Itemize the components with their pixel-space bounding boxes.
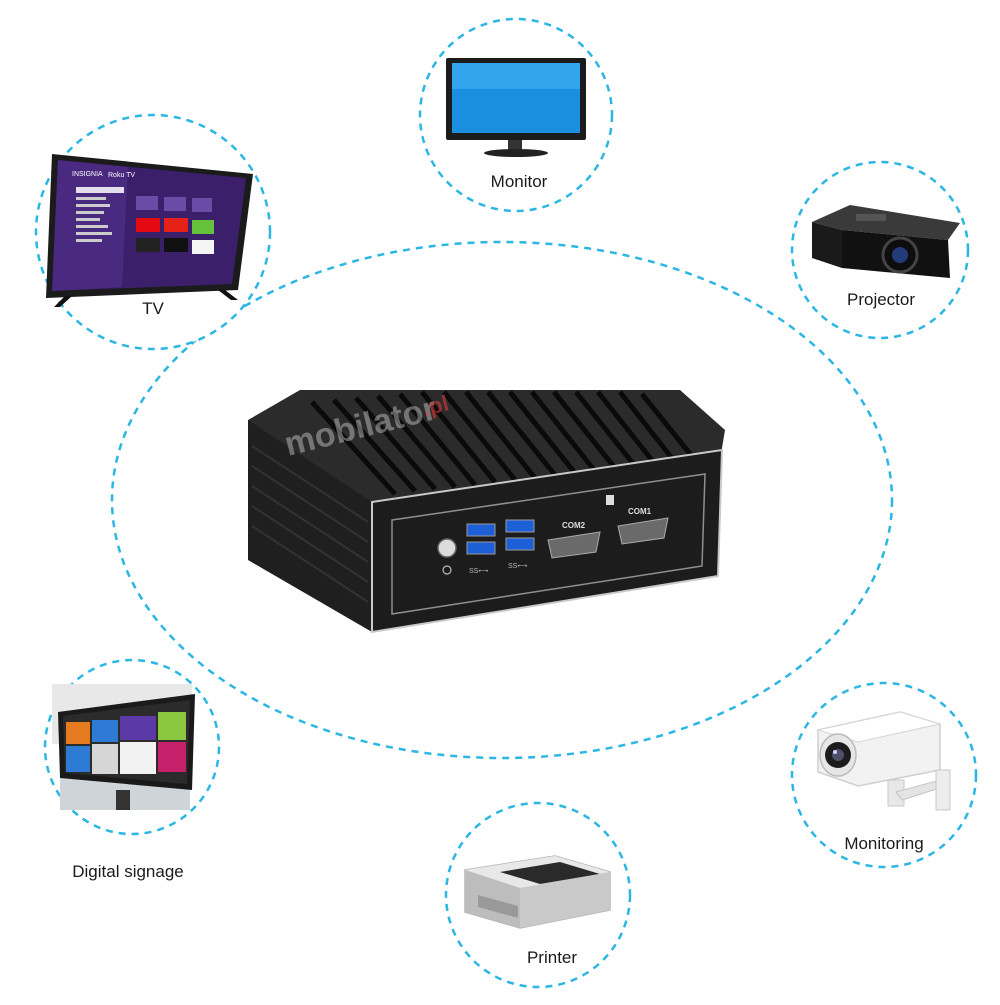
mini-pc-image: SS⟷ SS⟷ COM2 COM1 mobilator .pl bbox=[248, 389, 725, 634]
tv-label: TV bbox=[142, 299, 164, 318]
printer-image bbox=[464, 855, 611, 929]
port-com2-label: COM2 bbox=[562, 521, 586, 530]
tv-screen-os: Roku TV bbox=[108, 172, 135, 179]
tv-image: INSIGNIA Roku TV bbox=[46, 154, 253, 307]
usb-mark-a: SS⟷ bbox=[469, 568, 488, 575]
signage-label: Digital signage bbox=[72, 862, 184, 881]
tv-screen-brand: INSIGNIA bbox=[72, 171, 103, 178]
port-com1-label: COM1 bbox=[628, 507, 652, 516]
watermark-suffix: .pl bbox=[420, 390, 451, 420]
projector-label: Projector bbox=[846, 290, 916, 309]
monitor-image bbox=[446, 58, 586, 157]
usb-mark-b: SS⟷ bbox=[508, 563, 527, 570]
projector-image bbox=[812, 205, 960, 278]
signage-image bbox=[52, 684, 195, 810]
monitor-label: Monitor bbox=[490, 172, 548, 191]
monitoring-label: Monitoring bbox=[844, 834, 924, 853]
camera-image bbox=[816, 711, 951, 811]
printer-label: Printer bbox=[526, 948, 578, 967]
central-dashed-ring bbox=[110, 240, 894, 760]
